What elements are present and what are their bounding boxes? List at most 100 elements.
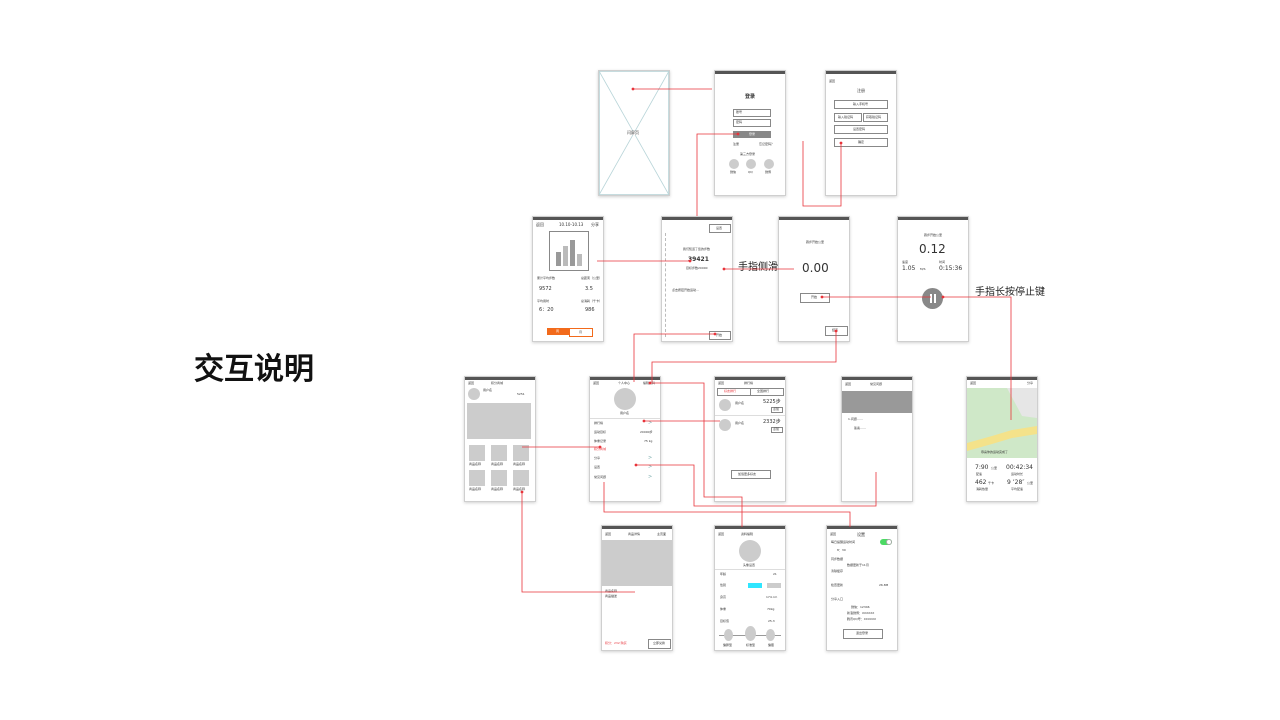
profile-row-label[interactable]: 设置 <box>594 465 601 469</box>
remind-time[interactable]: 8：30 <box>837 548 846 552</box>
pace-label: 配速 <box>976 472 983 476</box>
distance-label: 总距离（公里） <box>581 276 603 280</box>
forgot-link[interactable]: 忘记密码？ <box>759 142 775 146</box>
route-map[interactable] <box>967 388 1037 458</box>
gender-female-toggle[interactable] <box>767 583 781 588</box>
pause-icon[interactable] <box>922 288 943 309</box>
rank-steps: 2332步 <box>763 419 781 425</box>
redeem-button[interactable]: 立即兑换 <box>648 639 671 649</box>
gender-male-toggle[interactable] <box>748 583 762 588</box>
back-button[interactable]: 返回 <box>718 532 725 536</box>
avatar-label: 头像设置 <box>743 563 756 567</box>
product-title: 商品详情 <box>628 532 641 536</box>
body-type-icon[interactable] <box>745 626 756 641</box>
load-more-button[interactable]: 加载更多好友 <box>731 470 771 479</box>
body-type-label: 标准型 <box>746 643 756 647</box>
code-input[interactable]: 输入验证码 <box>834 113 862 122</box>
product-tile[interactable] <box>491 445 507 461</box>
edit-profile-button[interactable]: 编辑资料 <box>643 381 656 385</box>
share-button[interactable]: 分享 <box>1027 381 1034 385</box>
body-type-icon[interactable] <box>766 629 775 641</box>
bar-1 <box>556 252 561 266</box>
speed-unit: M/S <box>920 267 926 271</box>
edit-row-value[interactable]: 70kg <box>767 607 775 611</box>
share-weibo: 新浪微博：XXXXXX <box>847 611 875 615</box>
faq-answer: 答案…… <box>854 426 867 430</box>
edit-row-value[interactable]: 174 cm <box>766 595 778 599</box>
remind-toggle[interactable] <box>880 539 892 545</box>
tab-month[interactable]: 月 <box>569 328 593 337</box>
status-bar <box>826 71 896 74</box>
tab-national[interactable]: 全国排行 <box>750 388 784 396</box>
profile-row-label[interactable]: 排行榜 <box>594 421 604 425</box>
tab-friends[interactable]: 好友排行 <box>717 388 751 396</box>
back-button[interactable]: 返回 <box>718 381 725 385</box>
avatar[interactable] <box>739 540 761 562</box>
qq-icon[interactable] <box>746 159 756 169</box>
back-button[interactable]: 返回 <box>536 222 544 227</box>
back-button[interactable]: 返回 <box>970 381 977 385</box>
weibo-label: 微博 <box>765 170 772 174</box>
like-button[interactable]: 点赞 <box>771 407 783 413</box>
profile-row-label[interactable]: 常见问题 <box>594 475 607 479</box>
weibo-icon[interactable] <box>764 159 774 169</box>
sync-label[interactable]: 同步数据 <box>831 557 844 561</box>
product-name: 商品名称 <box>605 589 618 593</box>
logout-button[interactable]: 退出登录 <box>843 629 883 639</box>
share-button[interactable]: 分享 <box>591 222 599 227</box>
product-tile[interactable] <box>513 445 529 461</box>
run-stop-button[interactable]: 结束 <box>825 326 848 336</box>
get-code-button[interactable]: 获取验证码 <box>863 113 888 122</box>
status-bar <box>898 217 968 220</box>
username-input[interactable]: 账号 <box>733 109 771 117</box>
product-tile[interactable] <box>469 445 485 461</box>
faq-question[interactable]: 1.问题…… <box>848 417 863 421</box>
home-link[interactable]: 主页面 <box>657 532 667 536</box>
product-tile[interactable] <box>513 470 529 486</box>
password-input[interactable]: 设置密码 <box>834 125 888 134</box>
login-button[interactable]: 登录 <box>733 131 771 138</box>
product-name: 商品名称 <box>513 462 526 466</box>
about-label[interactable]: 检查更新 <box>831 583 844 587</box>
back-button[interactable]: 返回 <box>830 532 837 536</box>
bar-chart <box>549 231 589 271</box>
product-tile[interactable] <box>469 470 485 486</box>
pace-unit: 公里 <box>991 466 998 470</box>
run-start-button[interactable]: 开始 <box>800 293 830 303</box>
phone-input[interactable]: 输入手机号 <box>834 100 888 109</box>
status-bar <box>715 526 785 529</box>
register-link[interactable]: 注册 <box>733 142 740 146</box>
time-label: 时间 <box>939 260 946 264</box>
qq-label: QQ <box>748 170 753 174</box>
profile-row-label[interactable]: 分享 <box>594 456 601 460</box>
banner-image[interactable] <box>467 403 531 439</box>
product-tile[interactable] <box>491 470 507 486</box>
status-bar <box>715 71 785 74</box>
avatar <box>719 419 731 431</box>
edit-row-value[interactable]: 21 <box>773 572 777 576</box>
share-qq: 腾讯QQ号：XXXXXX <box>847 617 877 621</box>
tab-week[interactable]: 周 <box>547 328 569 335</box>
profile-row-label[interactable]: 积分商城 <box>594 447 607 451</box>
avatar[interactable] <box>614 388 636 410</box>
password-input[interactable]: 密码 <box>733 119 771 127</box>
back-button[interactable]: 返回 <box>605 532 612 536</box>
product-name: 商品名称 <box>491 462 504 466</box>
back-button[interactable]: 返回 <box>593 381 600 385</box>
run-live-screen: 跑步开始公里 0.12 速度 时间 1.05 M/S 0:15:36 <box>897 216 969 342</box>
chevron-right-icon: > <box>648 474 653 480</box>
start-button[interactable]: 开始 <box>709 331 731 340</box>
profile-row-label[interactable]: 运动目标 <box>594 430 607 434</box>
like-button[interactable]: 点赞 <box>771 427 783 433</box>
back-button[interactable]: 返回 <box>468 381 475 385</box>
wechat-icon[interactable] <box>729 159 739 169</box>
back-button[interactable]: 返回 <box>845 382 852 386</box>
back-button[interactable]: 返回 <box>829 79 836 83</box>
confirm-button[interactable]: 确定 <box>834 138 888 147</box>
profile-row-label[interactable]: 体重记录 <box>594 439 607 443</box>
date-range: 10.10-10.13 <box>559 222 584 227</box>
settings-button[interactable]: 设置 <box>709 224 731 233</box>
body-type-icon[interactable] <box>724 629 733 641</box>
edit-row-value: 25.3 <box>768 619 775 623</box>
cache-label[interactable]: 清除缓存 <box>831 569 844 573</box>
